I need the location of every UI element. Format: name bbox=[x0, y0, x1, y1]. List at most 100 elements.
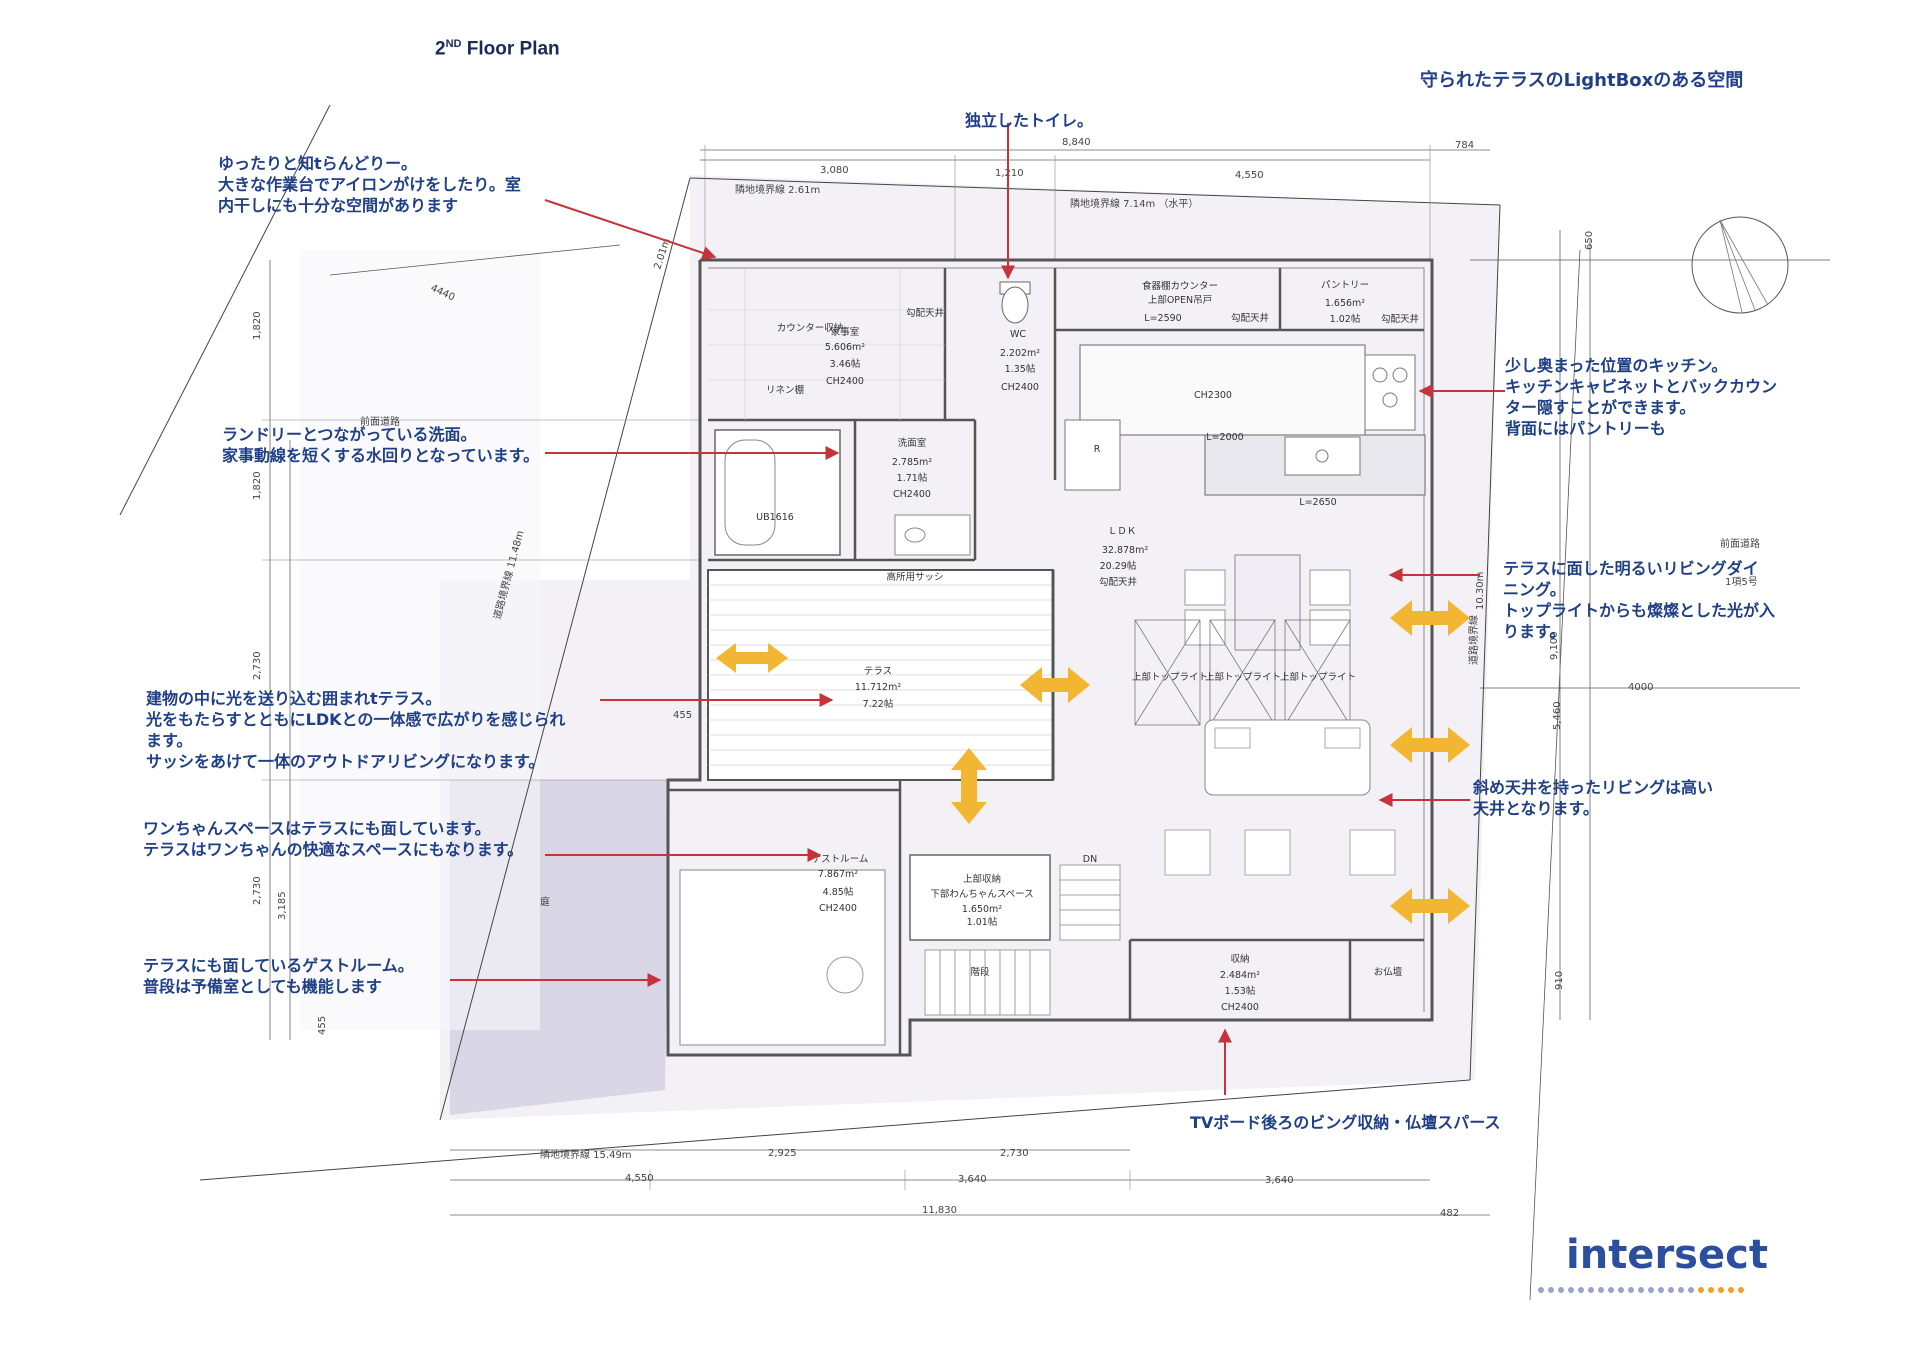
room-guest-0: ゲストルーム bbox=[812, 853, 869, 865]
room-wc-1: 2.202m² bbox=[1000, 348, 1040, 359]
note-washroom: ランドリーとつながっている洗面。 家事動線を短くする水回りとなっています。 bbox=[222, 425, 540, 465]
room-laundry-2: 5.606m² bbox=[825, 342, 865, 353]
flow-arrow-right-1 bbox=[1390, 600, 1470, 636]
dim-top-d: 784 bbox=[1455, 140, 1474, 151]
room-ldk-3: 勾配天井 bbox=[1099, 576, 1137, 588]
flow-arrow-terrace-left bbox=[716, 643, 788, 673]
room-laundry-3: 3.46帖 bbox=[830, 358, 861, 370]
room-ldk-0: ＬＤＫ bbox=[1108, 526, 1137, 537]
room-pantry-0: パントリー bbox=[1321, 280, 1369, 291]
dim-top-total: 8,840 bbox=[1062, 137, 1091, 148]
front-road-right: 前面道路 bbox=[1720, 537, 1760, 550]
stairs-lines bbox=[924, 864, 1121, 1016]
boundary-bottom: 隣地境界線 15.49m bbox=[540, 1148, 632, 1161]
room-storage-0: 収納 bbox=[1230, 953, 1249, 965]
boundary-top-left: 隣地境界線 2.61m bbox=[735, 183, 820, 196]
dim-bottom-c: 4,550 bbox=[625, 1173, 654, 1184]
room-terrace-2: 7.22帖 bbox=[863, 698, 894, 710]
front-road-left: 前面道路 bbox=[360, 415, 400, 428]
boundary-top-right: 隣地境界線 7.14m （水平） bbox=[1070, 197, 1198, 210]
flow-arrows bbox=[716, 600, 1470, 924]
room-slope-ceiling-a: 勾配天井 bbox=[906, 307, 944, 319]
room-upper-storage-3: 1.01帖 bbox=[967, 916, 998, 928]
room-bath: UB1616 bbox=[756, 512, 794, 523]
room-pantry-3: 勾配天井 bbox=[1381, 313, 1419, 325]
pointer-arrows bbox=[450, 123, 1505, 1095]
room-wc-0: WC bbox=[1010, 329, 1026, 340]
room-terrace-0: テラス bbox=[864, 666, 892, 677]
room-upper-storage-2: 1.650m² bbox=[962, 904, 1002, 915]
room-pantry-1: 1.656m² bbox=[1325, 298, 1365, 309]
front-road-right-sub: 1項5号 bbox=[1725, 576, 1758, 588]
dim-left-a: 1,820 bbox=[252, 311, 263, 340]
room-terrace-1: 11.712m² bbox=[855, 682, 901, 693]
guest-bed bbox=[679, 869, 886, 1046]
room-storage-2: 1.53帖 bbox=[1225, 985, 1256, 997]
room-upper-storage-0: 上部収納 bbox=[963, 873, 1001, 885]
dim-left-e: 3,185 bbox=[277, 891, 288, 920]
room-pantry-2: 1.02帖 bbox=[1330, 313, 1361, 325]
building-walls bbox=[666, 258, 1434, 1057]
room-cupboard-3: 勾配天井 bbox=[1231, 312, 1269, 324]
flow-arrow-terrace-vertical bbox=[951, 748, 987, 824]
room-toplight-2: 上部トップライト bbox=[1205, 671, 1281, 683]
room-upper-storage-1: 下部わんちゃんスペース bbox=[930, 888, 1033, 900]
page-subtitle: 守られたテラスのLightBoxのある空間 bbox=[1420, 70, 1744, 91]
dim-step-455: 455 bbox=[673, 710, 692, 721]
room-toplight-3: 上部トップライト bbox=[1280, 671, 1356, 683]
dim-top-b: 1,210 bbox=[995, 168, 1024, 179]
north-arrow-icon bbox=[1691, 216, 1789, 314]
dim-bottom-a: 2,925 bbox=[768, 1148, 797, 1159]
flow-arrow-terrace-ldk bbox=[1020, 667, 1090, 703]
dim-left-b: 1,820 bbox=[252, 471, 263, 500]
room-cupboard-0: 食器棚カウンター bbox=[1142, 280, 1218, 292]
page-title: 2ND Floor Plan bbox=[435, 38, 560, 60]
room-washroom-1: 2.785m² bbox=[892, 457, 932, 468]
road-boundary-right: 道路境界線 bbox=[1467, 615, 1480, 665]
room-cupboard-2: L=2590 bbox=[1144, 313, 1181, 324]
room-guest-3: CH2400 bbox=[819, 903, 857, 914]
dim-top-c: 4,550 bbox=[1235, 170, 1264, 181]
note-kitchen: 少し奥まった位置のキッチン。 キッチンキャビネットとバックカウン ター隠すことが… bbox=[1505, 356, 1778, 438]
room-storage-3: CH2400 bbox=[1221, 1002, 1259, 1013]
room-kitchen-l1: L=2000 bbox=[1206, 432, 1243, 443]
dim-left-c: 2,730 bbox=[252, 651, 263, 680]
flow-arrow-right-2 bbox=[1390, 727, 1470, 763]
room-ldk-2: 20.29帖 bbox=[1100, 560, 1137, 572]
room-fridge: R bbox=[1094, 444, 1101, 455]
dim-right-c: 9,100 bbox=[1549, 631, 1560, 660]
note-laundry-room: ゆったりと知tらんどりー。 大きな作業台でアイロンがけをしたり。室 内干しにも十… bbox=[218, 154, 521, 215]
kitchen-counter bbox=[1079, 344, 1366, 436]
dim-bottom-d: 3,640 bbox=[958, 1174, 987, 1185]
logo-dots bbox=[1538, 1278, 1760, 1293]
room-cupboard-1: 上部OPEN吊戸 bbox=[1148, 294, 1212, 306]
room-laundry-0: カウンター収納 bbox=[777, 322, 844, 334]
room-dn: DN bbox=[1083, 854, 1097, 865]
room-garden: 庭 bbox=[540, 896, 550, 908]
dim-right-e: 910 bbox=[1554, 971, 1565, 990]
dim-left-d: 2,730 bbox=[252, 876, 263, 905]
room-kitchen-l2: L=2650 bbox=[1299, 497, 1336, 508]
room-high-sash: 高所用サッシ bbox=[886, 571, 943, 583]
dim-bottom-total: 11,830 bbox=[922, 1205, 957, 1216]
note-toilet: 独立したトイレ。 bbox=[965, 111, 1094, 130]
room-wc-3: CH2400 bbox=[1001, 382, 1039, 393]
dim-right-4000: 4000 bbox=[1628, 682, 1653, 693]
room-washroom-2: 1.71帖 bbox=[897, 472, 928, 484]
room-storage-1: 2.484m² bbox=[1220, 970, 1260, 981]
intersect-logo: intersect bbox=[1566, 1232, 1768, 1278]
room-washroom-3: CH2400 bbox=[893, 489, 931, 500]
note-terrace: 建物の中に光を送り込む囲まれtテラス。 光をもたらすとともにLDKとの一体感で広… bbox=[146, 689, 566, 771]
room-laundry-4: CH2400 bbox=[826, 376, 864, 387]
note-ceiling: 斜め天井を持ったリビングは高い 天井となります。 bbox=[1473, 778, 1714, 818]
room-washroom-0: 洗面室 bbox=[898, 437, 927, 449]
flow-arrow-right-3 bbox=[1390, 888, 1470, 924]
dim-right-d: 5,460 bbox=[1552, 701, 1563, 730]
dim-bottom-end: 482 bbox=[1440, 1208, 1459, 1219]
room-guest-2: 4.85帖 bbox=[823, 886, 854, 898]
room-butsudan: お仏壇 bbox=[1374, 966, 1403, 978]
dim-right-b: 10.30m bbox=[1475, 572, 1486, 610]
room-wc-2: 1.35帖 bbox=[1005, 363, 1036, 375]
terrace-deck bbox=[707, 569, 1055, 781]
